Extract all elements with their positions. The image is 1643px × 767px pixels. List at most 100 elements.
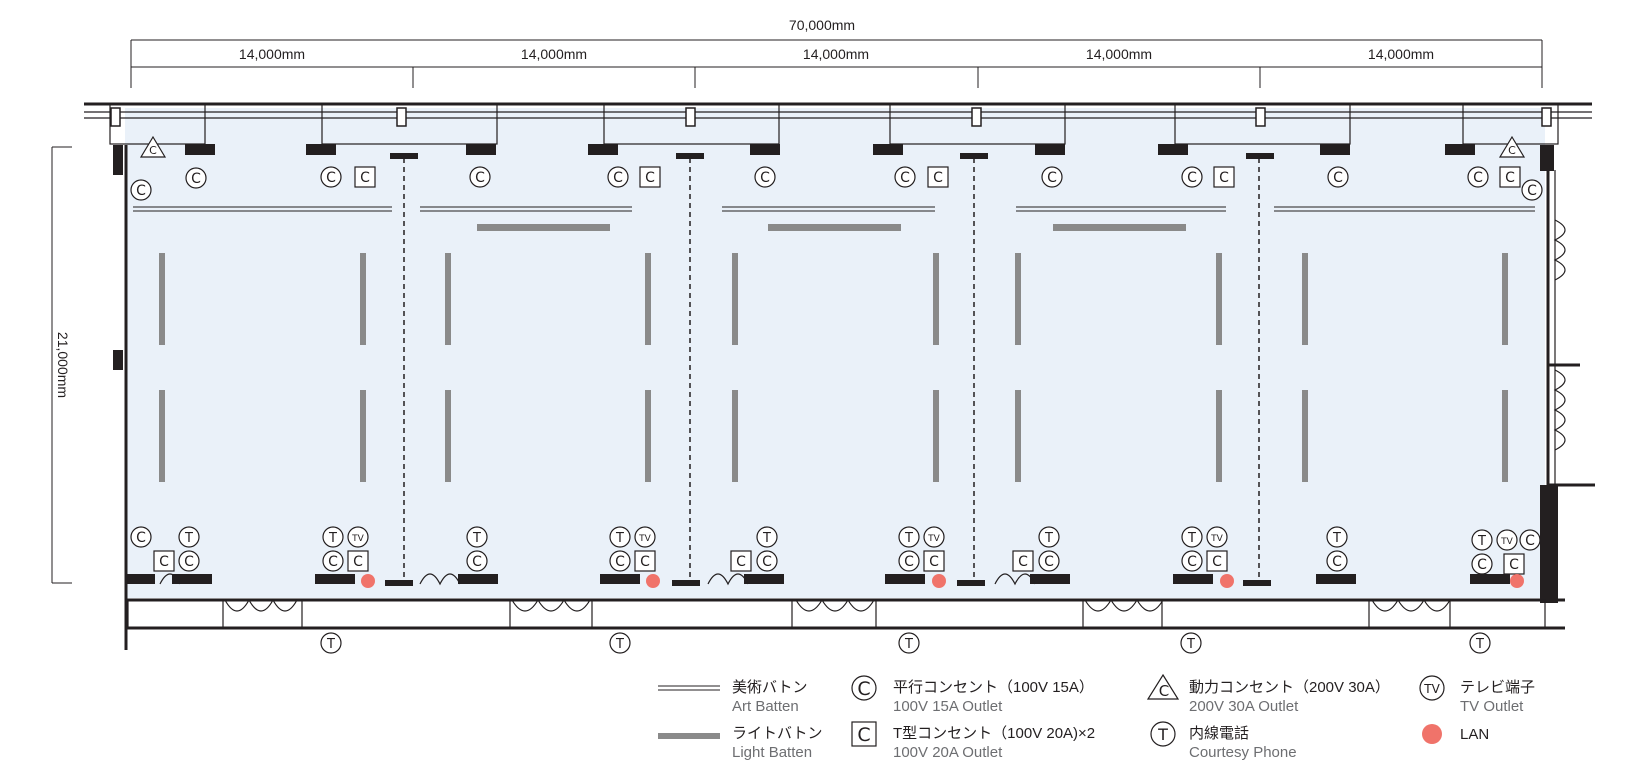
svg-text:C: C xyxy=(1047,170,1057,186)
svg-text:TV: TV xyxy=(1423,682,1440,696)
svg-text:C: C xyxy=(136,530,146,546)
phone-icon: T xyxy=(756,526,778,548)
phone-icon: T xyxy=(1326,526,1348,548)
svg-text:T: T xyxy=(1477,534,1486,549)
partition-lines xyxy=(403,158,1260,580)
outlet-20a-icon: C xyxy=(153,550,175,572)
svg-text:T: T xyxy=(184,531,193,546)
tv-outlet-icon: TV xyxy=(923,526,945,548)
svg-text:C: C xyxy=(1333,170,1343,186)
svg-text:T: T xyxy=(1187,531,1196,546)
outlet-15a-icon: C xyxy=(466,550,488,572)
depth-label: 21,000mm xyxy=(55,332,71,398)
svg-text:T: T xyxy=(1475,637,1484,652)
dimension-lines xyxy=(51,39,1543,584)
svg-text:C: C xyxy=(472,554,482,570)
tv-outlet-icon: TV xyxy=(634,526,656,548)
outlet-15a-icon: C xyxy=(1471,553,1493,575)
svg-text:C: C xyxy=(1159,682,1169,700)
svg-text:C: C xyxy=(929,554,939,570)
svg-text:T: T xyxy=(615,637,624,652)
phone-icon: T xyxy=(609,632,631,654)
svg-text:C: C xyxy=(353,554,363,570)
phone-icon: T xyxy=(1181,526,1203,548)
power-outlet-icon: C xyxy=(140,136,166,158)
hall-floor xyxy=(125,108,1545,598)
outlet-15a-icon: C xyxy=(898,550,920,572)
svg-text:C: C xyxy=(1018,554,1028,570)
outlet-15a-icon: C xyxy=(322,550,344,572)
outlet-15a-icon: C xyxy=(130,179,152,201)
outlet-20a-icon: C xyxy=(923,550,945,572)
svg-text:T: T xyxy=(762,531,771,546)
phone-icon: T xyxy=(1180,632,1202,654)
outlet-20a-icon: C xyxy=(1503,553,1525,575)
left-wall xyxy=(113,145,128,650)
svg-text:C: C xyxy=(1212,554,1222,570)
svg-text:TV: TV xyxy=(638,534,651,544)
svg-text:C: C xyxy=(1187,170,1197,186)
svg-text:C: C xyxy=(613,170,623,186)
outlet-20a-icon: C xyxy=(354,166,376,188)
outlet-20a-icon: C xyxy=(1206,550,1228,572)
svg-text:TV: TV xyxy=(1500,537,1513,547)
svg-text:C: C xyxy=(933,170,943,186)
outlet-15a-icon: C xyxy=(469,166,491,188)
svg-text:C: C xyxy=(615,554,625,570)
outlet-20a-icon: C xyxy=(927,166,949,188)
svg-text:C: C xyxy=(1473,170,1483,186)
bay-width-label: 14,000mm xyxy=(1086,46,1152,62)
svg-text:C: C xyxy=(159,554,169,570)
svg-text:TV: TV xyxy=(351,534,364,544)
svg-text:C: C xyxy=(328,554,338,570)
svg-text:C: C xyxy=(640,554,650,570)
svg-text:T: T xyxy=(1044,531,1053,546)
outlet-15a-icon: C xyxy=(178,550,200,572)
svg-text:C: C xyxy=(191,171,201,187)
svg-text:TV: TV xyxy=(1210,534,1223,544)
outlet-20a-icon: C xyxy=(1213,166,1235,188)
svg-text:C: C xyxy=(1219,170,1229,186)
phone-icon: T xyxy=(320,632,342,654)
svg-text:C: C xyxy=(904,554,914,570)
outlet-20a-icon: C xyxy=(1499,166,1521,188)
outlet-15a-icon: C xyxy=(851,675,877,701)
outlet-15a-icon: C xyxy=(1038,550,1060,572)
outlet-20a-icon: C xyxy=(634,550,656,572)
svg-text:T: T xyxy=(615,531,624,546)
svg-text:C: C xyxy=(149,144,157,157)
svg-text:C: C xyxy=(184,554,194,570)
outlet-15a-icon: C xyxy=(754,166,776,188)
outlet-15a-icon: C xyxy=(756,550,778,572)
power-outlet-icon: C xyxy=(1146,673,1180,700)
outlet-15a-icon: C xyxy=(607,166,629,188)
top-outlets: C C C C C C C C C C C C C C C C C C C xyxy=(130,136,1543,201)
svg-text:C: C xyxy=(1505,170,1515,186)
svg-text:C: C xyxy=(1332,554,1342,570)
outlet-15a-icon: C xyxy=(1519,529,1541,551)
svg-text:C: C xyxy=(1044,554,1054,570)
outlet-20a-icon: C xyxy=(851,721,877,747)
lan-port-icon xyxy=(932,574,946,588)
outlet-20a-icon: C xyxy=(347,550,369,572)
svg-text:T: T xyxy=(326,637,335,652)
svg-text:T: T xyxy=(904,531,913,546)
art-batten-icon xyxy=(658,685,720,691)
svg-text:T: T xyxy=(1332,531,1341,546)
phone-icon: T xyxy=(1471,529,1493,551)
svg-text:C: C xyxy=(762,554,772,570)
foyer-phones: T T T T T xyxy=(320,632,1491,654)
bay-width-label: 14,000mm xyxy=(803,46,869,62)
bay-width-label: 14,000mm xyxy=(1368,46,1434,62)
bay-width-label: 14,000mm xyxy=(521,46,587,62)
svg-text:T: T xyxy=(328,531,337,546)
outlet-15a-icon: C xyxy=(130,526,152,548)
outlet-15a-icon: C xyxy=(1521,179,1543,201)
svg-text:C: C xyxy=(900,170,910,186)
phone-icon: T xyxy=(1150,721,1176,747)
outlet-15a-icon: C xyxy=(1326,550,1348,572)
light-battens xyxy=(159,224,1508,482)
svg-text:C: C xyxy=(736,554,746,570)
phone-icon: T xyxy=(1469,632,1491,654)
svg-text:C: C xyxy=(1187,554,1197,570)
